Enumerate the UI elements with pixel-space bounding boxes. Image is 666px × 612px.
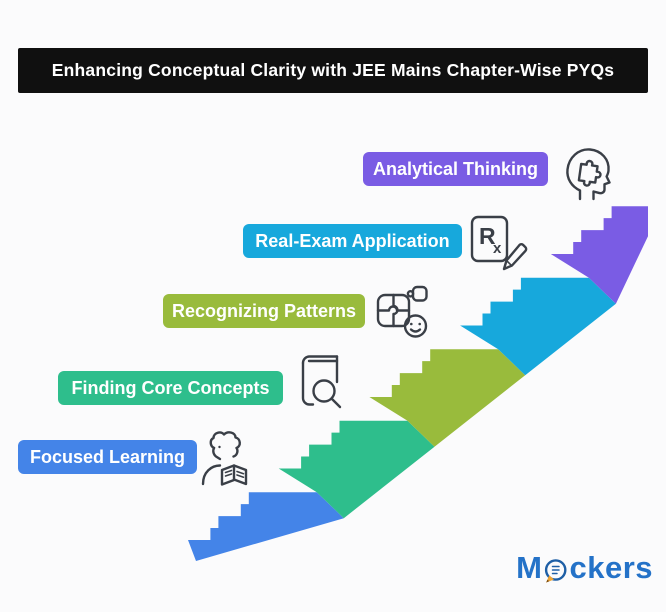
book-magnifier-icon [291,350,347,410]
step-label-text: Finding Core Concepts [71,377,270,398]
head-puzzle-icon [554,140,620,202]
step-label-recognizing-patterns: Recognizing Patterns [163,294,365,328]
logo-text-rest: ckers [569,550,653,585]
step-label-finding-core-concepts: Finding Core Concepts [58,371,283,405]
page-title: Enhancing Conceptual Clarity with JEE Ma… [51,60,615,80]
step-label-text: Focused Learning [29,446,186,467]
stair-segment-2 [369,349,526,447]
step-label-text: Recognizing Patterns [171,300,357,321]
document-circle-pencil-icon [545,558,567,582]
person-reading-icon [197,428,253,486]
svg-text:x: x [493,240,502,257]
step-label-analytical-thinking: Analytical Thinking [363,152,548,186]
title-bar: Enhancing Conceptual Clarity with JEE Ma… [18,48,648,93]
logo-text-m: M [516,550,543,585]
stair-segment-1 [278,420,435,519]
step-label-real-exam-application: Real-Exam Application [243,224,462,258]
step-label-text: Real-Exam Application [255,230,450,251]
svg-text:R: R [479,223,496,249]
step-label-focused-learning: Focused Learning [18,440,197,474]
rx-pencil-icon: R x [467,213,529,271]
step-label-text: Analytical Thinking [372,158,539,179]
stair-segment-0 [188,492,344,561]
puzzle-smiley-icon [374,284,432,340]
mockers-logo: M ckers [516,550,653,586]
stair-segment-3 [460,277,616,376]
stair-segment-4 [550,206,648,304]
